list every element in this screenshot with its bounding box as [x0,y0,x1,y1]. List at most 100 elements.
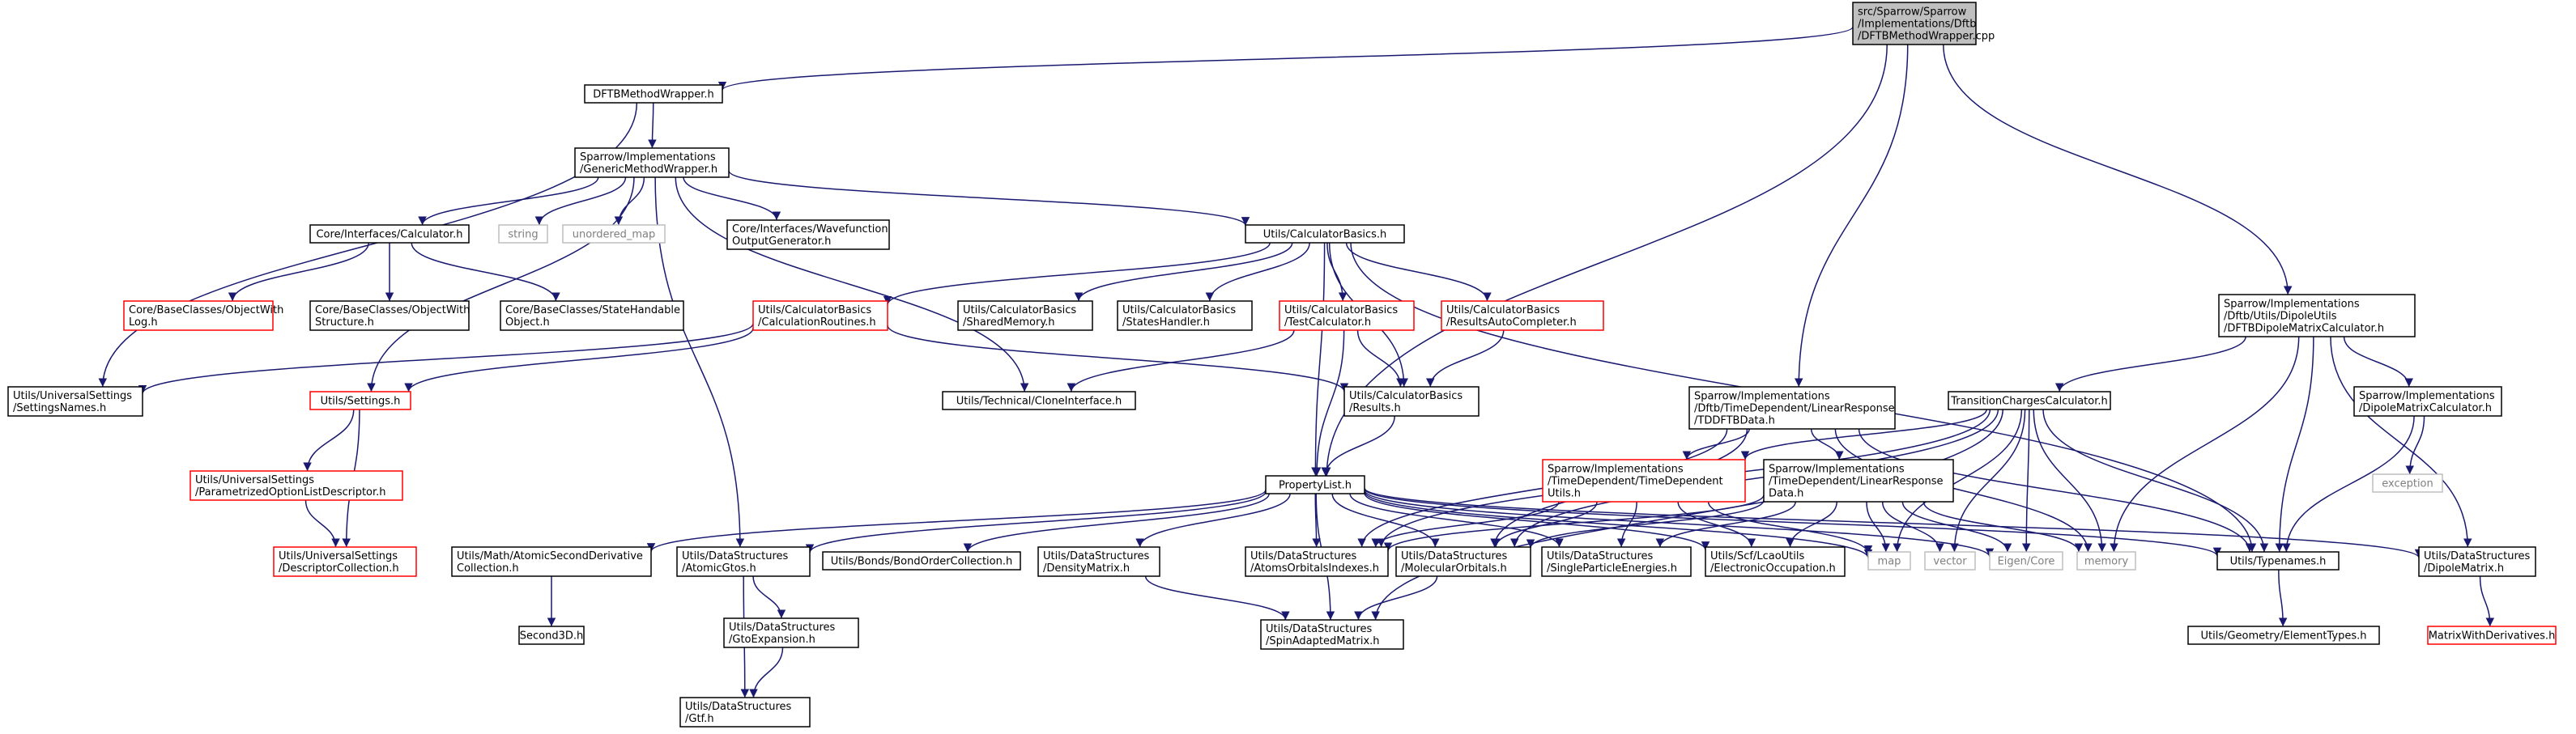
node-tddftb-label-line: /TDDFTBData.h [1694,415,1775,427]
node-sharedmem[interactable]: Utils/CalculatorBasics/SharedMemory.h [957,300,1093,331]
node-elocc[interactable]: Utils/Scf/LcaoUtils/ElectronicOccupation… [1705,546,1846,577]
edge-gmw-to-cloneiface [675,176,1029,392]
node-wfog-label-line: Core/Interfaces/Wavefunction [732,223,888,235]
node-second3d[interactable]: Second3D.h [518,626,585,645]
node-testcalc-label-line: /TestCalculator.h [1284,316,1371,329]
edge-mw-to-gmw [648,102,657,149]
node-calcroutines[interactable]: Utils/CalculatorBasics/CalculationRoutin… [752,300,888,331]
node-map[interactable]: map [1867,551,1911,571]
node-atomicsecder[interactable]: Utils/Math/AtomicSecondDerivativeCollect… [451,546,652,577]
edge-root-to-tddftb [1795,44,1909,388]
node-gtf[interactable]: Utils/DataStructures/Gtf.h [679,697,811,728]
node-gtoexp-label-line: Utils/DataStructures [729,622,836,634]
node-dipolecalc-label-line: /Dftb/Utils/DipoleUtils [2224,311,2337,323]
node-results[interactable]: Utils/CalculatorBasics/Results.h [1343,386,1480,417]
node-eigen[interactable]: Eigen/Core [1989,551,2063,571]
node-mwd[interactable]: MatrixWithDerivatives.h [2427,626,2557,645]
node-bondorder-label-line: Utils/Bonds/BondOrderCollection.h [831,556,1013,568]
node-testcalc-label-line: Utils/CalculatorBasics [1284,304,1398,316]
node-dipolecalc[interactable]: Sparrow/Implementations/Dftb/Utils/Dipol… [2218,294,2416,337]
node-cbasics[interactable]: Utils/CalculatorBasics.h [1245,224,1405,244]
node-lrdata-label-line: Sparrow/Implementations [1769,464,1905,476]
node-atomicsecder-box [451,546,652,577]
node-cloneiface-box [942,391,1136,410]
node-proplist[interactable]: PropertyList.h [1265,475,1365,494]
node-settingsnames[interactable]: Utils/UniversalSettings/SettingsNames.h [7,386,143,417]
node-atomicgtos-label-line: Utils/DataStructures [682,550,789,562]
node-elocc-label-line: /ElectronicOccupation.h [1710,562,1836,575]
node-testcalc[interactable]: Utils/CalculatorBasics/TestCalculator.h [1279,300,1415,331]
node-mw[interactable]: DFTBMethodWrapper.h [584,84,723,104]
node-lrdata-label-line: /TimeDependent/LinearResponse [1769,476,1944,488]
node-sam[interactable]: Utils/DataStructures/SpinAdaptedMatrix.h [1260,619,1404,650]
node-mwd-label-line: MatrixWithDerivatives.h [2429,630,2556,643]
node-tddftb-box [1688,386,1896,430]
node-aoidx[interactable]: Utils/DataStructures/AtomsOrbitalsIndexe… [1245,546,1389,577]
node-exception[interactable]: exception [2372,473,2443,493]
edge-testcalc-to-cloneiface [1067,329,1295,392]
edge-proplist-to-aoidx [1312,493,1321,548]
node-densitymat[interactable]: Utils/DataStructures/DensityMatrix.h [1037,546,1160,577]
node-molorb[interactable]: Utils/DataStructures/MolecularOrbitals.h [1395,546,1531,577]
node-owlog-label-line: Log.h [129,316,158,329]
node-dipolemat[interactable]: Utils/DataStructures/DipoleMatrix.h [2418,546,2536,577]
node-tdutils[interactable]: Sparrow/Implementations/TimeDependent/Ti… [1542,459,1746,503]
edge-dipolemat-to-mwd [2479,575,2495,627]
node-podesc-label-line: Utils/UniversalSettings [195,474,314,486]
node-string[interactable]: string [498,224,548,244]
node-aoidx-box [1245,546,1389,577]
node-bondorder[interactable]: Utils/Bonds/BondOrderCollection.h [822,551,1021,571]
node-resautocomp[interactable]: Utils/CalculatorBasics/ResultsAutoComple… [1441,300,1604,331]
node-elemtypes[interactable]: Utils/Geometry/ElementTypes.h [2187,626,2380,645]
node-owstruct-box [309,300,470,331]
node-umap[interactable]: unordered_map [562,224,666,244]
edge-tcc-to-typenames [2042,409,2269,553]
node-gtoexp[interactable]: Utils/DataStructures/GtoExpansion.h [723,617,859,648]
node-wfog-box [726,219,890,250]
node-calc[interactable]: Core/Interfaces/Calculator.h [309,224,470,244]
node-atomicsecder-label-line: Collection.h [457,562,519,575]
node-gtoexp-box [723,617,859,648]
node-root-label-line: /Implementations/Dftb [1858,19,1976,31]
node-lrdata[interactable]: Sparrow/Implementations/TimeDependent/Li… [1763,459,1954,503]
node-dipmatcalc[interactable]: Sparrow/Implementations/DipoleMatrixCalc… [2353,386,2502,417]
node-tcc[interactable]: TransitionChargesCalculator.h [1948,391,2111,410]
node-sharedmem-label-line: Utils/CalculatorBasics [963,304,1076,316]
edge-results-to-proplist [1321,415,1395,477]
node-gmw-label-line: /GenericMethodWrapper.h [580,163,717,176]
node-vector[interactable]: vector [1924,551,1976,571]
node-desccoll[interactable]: Utils/UniversalSettings/DescriptorCollec… [273,546,417,577]
node-podesc[interactable]: Utils/UniversalSettings/ParametrizedOpti… [189,470,403,501]
edge-lrdata-to-eigen [1901,501,2012,553]
edge-cbasics-to-sharedmem [1074,242,1293,302]
node-stateshandler[interactable]: Utils/CalculatorBasics/StatesHandler.h [1117,300,1253,331]
node-gtf-box [679,697,811,728]
edge-tcc-to-tdutils [1740,409,1987,460]
node-typenames[interactable]: Utils/Typenames.h [2216,551,2340,571]
node-dipolecalc-label-line: Sparrow/Implementations [2224,299,2360,311]
node-gmw[interactable]: Sparrow/Implementations/GenericMethodWra… [574,147,730,178]
node-statehand-label-line: Object.h [505,316,550,329]
node-wfog[interactable]: Core/Interfaces/WavefunctionOutputGenera… [726,219,890,250]
node-spe[interactable]: Utils/DataStructures/SingleParticleEnerg… [1541,546,1692,577]
edge-tddftb-to-lrdata [1810,428,1844,460]
node-memory[interactable]: memory [2076,551,2136,571]
node-proplist-box [1265,475,1365,494]
node-tddftb[interactable]: Sparrow/Implementations/Dftb/TimeDepende… [1688,386,1896,430]
node-desccoll-label-line: /DescriptorCollection.h [279,562,399,575]
node-cloneiface[interactable]: Utils/Technical/CloneInterface.h [942,391,1136,410]
node-podesc-label-line: /ParametrizedOptionListDescriptor.h [195,486,386,499]
node-atomicgtos[interactable]: Utils/DataStructures/AtomicGtos.h [676,546,811,577]
edge-gmw-to-calc [418,176,599,226]
edge-molorb-to-sam [1354,575,1438,621]
edge-testcalc-to-proplist [1312,329,1345,477]
node-root[interactable]: src/Sparrow/Sparrow/Implementations/Dftb… [1852,2,1995,45]
node-stateshandler-label-line: /StatesHandler.h [1122,316,1210,329]
node-desccoll-box [273,546,417,577]
node-calcroutines-box [752,300,888,331]
node-settings[interactable]: Utils/Settings.h [309,391,411,410]
